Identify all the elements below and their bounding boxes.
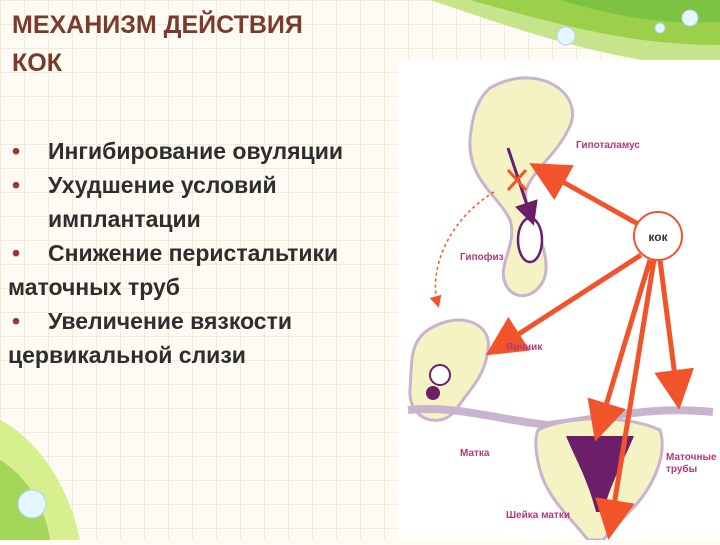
title-line-2: КОК xyxy=(12,49,62,77)
bullet-text: Снижение перистальтики xyxy=(48,240,339,266)
label-cervix: Шейка матки xyxy=(506,510,570,521)
title-line-1: МЕХАНИЗМ ДЕЙСТВИЯ xyxy=(12,11,303,39)
bullet-text-cont: маточных труб xyxy=(8,274,181,300)
bullet-text: Увеличение вязкости xyxy=(48,308,293,334)
label-tubes-line2: трубы xyxy=(666,463,697,475)
label-pituitary: Гипофиз xyxy=(460,251,504,263)
label-tubes-line1: Маточные xyxy=(666,452,717,463)
bullet-marker: • xyxy=(12,138,21,164)
bullet-marker: • xyxy=(12,308,21,334)
ovary-corpus xyxy=(426,386,440,400)
uterine-cavity xyxy=(566,436,634,512)
arrow-to-cervix xyxy=(595,259,657,540)
block-mark-icon xyxy=(506,168,528,192)
bullet-item: • Ухудшение условий имплантации xyxy=(8,168,408,236)
bullet-marker: • xyxy=(12,172,21,198)
bullet-marker: • xyxy=(12,240,21,266)
pituitary-gland xyxy=(516,216,544,264)
mechanism-list: • Ингибирование овуляции • Ухудшение услов… xyxy=(8,134,408,372)
bullet-item: • Увеличение вязкости цервикальной слизи xyxy=(8,304,408,372)
bullet-text-cont: имплантации xyxy=(48,206,201,232)
label-uterus: Матка xyxy=(460,448,490,459)
coc-label: кок xyxy=(648,230,668,244)
arrow-to-ovary xyxy=(485,252,643,356)
coc-node xyxy=(633,211,683,261)
mechanism-diagram: кок Гипоталамус Гипофиз Яичник Матка Мат… xyxy=(398,60,720,542)
feedback-dashed-arrow xyxy=(429,191,495,308)
bullet-text: Ухудшение условий xyxy=(48,172,277,198)
slide-title: МЕХАНИЗМ ДЕЙСТВИЯ КОК xyxy=(12,6,303,82)
ovary-follicle xyxy=(429,364,451,386)
label-hypothalamus: Гипоталамус xyxy=(576,140,640,151)
arrow-to-tubes xyxy=(654,259,695,410)
arrow-to-hypothalamus xyxy=(529,163,640,227)
bullet-text: Ингибирование овуляции xyxy=(48,138,343,164)
bullet-item: • Ингибирование овуляции xyxy=(8,134,408,168)
bullet-item: • Снижение перистальтики маточных труб xyxy=(8,236,408,304)
diagram-canvas: кок Гипоталамус Гипофиз Яичник Матка Мат… xyxy=(407,76,717,542)
label-ovary: Яичник xyxy=(506,342,543,353)
bullet-text-cont: цервикальной слизи xyxy=(8,342,246,368)
arrow-to-uterus xyxy=(587,259,653,442)
